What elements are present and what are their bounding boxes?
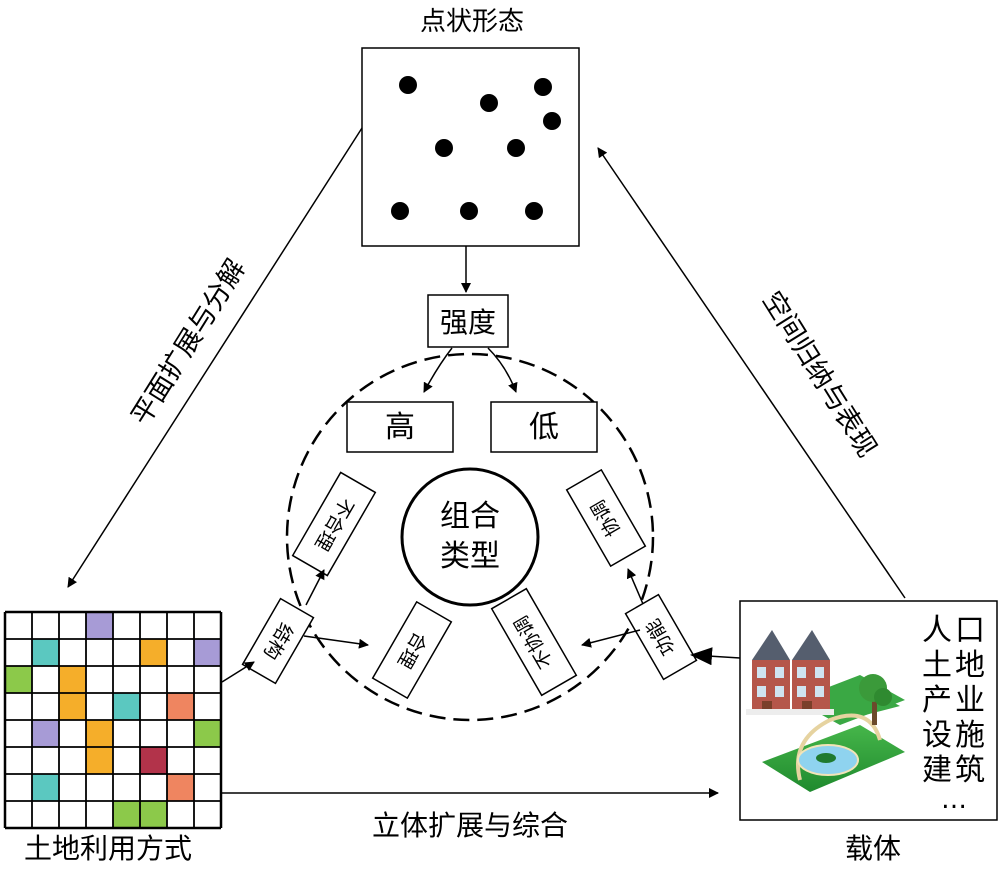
arrow-structure-to-unreasonable [305, 569, 325, 606]
carrier-item-1a: 人 [922, 613, 952, 648]
center-line2: 类型 [440, 539, 500, 574]
carrier-illustration [746, 630, 905, 792]
edge-left-label: 平面扩展与分解 [126, 254, 252, 431]
grid-cell-purple [32, 720, 59, 747]
landuse-grid [3, 610, 223, 830]
carrier-item-2b: 地 [955, 648, 985, 683]
edge-right-label: 空间归纳与表现 [756, 286, 882, 463]
arrow-to-high [423, 347, 453, 393]
arrow-carrier-to-function [690, 647, 741, 666]
point-dots [391, 76, 561, 220]
grid-cell-teal [32, 774, 59, 801]
carrier-item-3b: 业 [955, 683, 985, 718]
high-label: 高 [385, 410, 415, 445]
carrier-item-1b: 口 [955, 613, 985, 648]
carrier-title: 载体 [845, 832, 901, 865]
grid-cell-salmon [167, 693, 194, 720]
grid-cell-red [140, 747, 167, 774]
carrier-item-4b: 施 [955, 718, 985, 753]
grid-cell-purple [86, 612, 113, 639]
function-box: 功能 [624, 593, 698, 681]
carrier-ellipsis: … [941, 785, 967, 815]
carrier-item-4a: 设 [922, 718, 952, 753]
grid-cell-teal [32, 639, 59, 666]
edge-bottom-label: 立体扩展与综合 [372, 809, 568, 842]
grid-cell-salmon [167, 774, 194, 801]
grid-cell-green [113, 801, 140, 828]
edge-left-arrow [67, 127, 363, 588]
center-circle [400, 467, 540, 607]
grid-cell-orange [59, 693, 86, 720]
dashed-ring [285, 352, 655, 722]
high-box [346, 401, 454, 453]
grid-cell-teal [113, 693, 140, 720]
grid-cell-green [194, 720, 221, 747]
arrow-to-low [487, 347, 518, 393]
low-label: 低 [529, 410, 559, 445]
carrier-items: 人 口 土 地 产 业 设 施 建 筑 … [922, 613, 985, 815]
center-line1: 组合 [440, 499, 500, 534]
arrow-structure-to-reasonable [303, 635, 369, 649]
landuse-title: 土地利用方式 [24, 832, 192, 865]
reasonable-box: 合理 [371, 600, 453, 700]
grid-cell-green [5, 666, 32, 693]
low-box [490, 401, 598, 453]
grid-cell-purple [194, 639, 221, 666]
uncoordinated-box: 不协调 [490, 587, 578, 697]
carrier-item-5a: 建 [922, 753, 952, 788]
edge-right-arrow [597, 147, 906, 599]
intensity-box [427, 294, 509, 348]
coordinated-box: 协调 [565, 468, 647, 568]
intensity-label: 强度 [440, 306, 496, 339]
unreasonable-box: 不合理 [291, 471, 377, 577]
arrow-function-to-coordinated [626, 568, 644, 605]
grid-cell-orange [140, 639, 167, 666]
grid-cell-orange [86, 720, 113, 747]
arrow-function-to-uncoordinated [581, 629, 641, 648]
carrier-item-2a: 土 [922, 648, 952, 683]
carrier-item-5b: 筑 [955, 753, 985, 788]
grid-cell-orange [59, 666, 86, 693]
structure-box: 结构 [241, 597, 315, 685]
grid-cell-orange [86, 747, 113, 774]
top-title: 点状形态 [420, 7, 524, 37]
grid-cell-green [140, 801, 167, 828]
carrier-item-3a: 产 [922, 683, 952, 718]
arrow-landuse-to-structure [221, 661, 255, 683]
